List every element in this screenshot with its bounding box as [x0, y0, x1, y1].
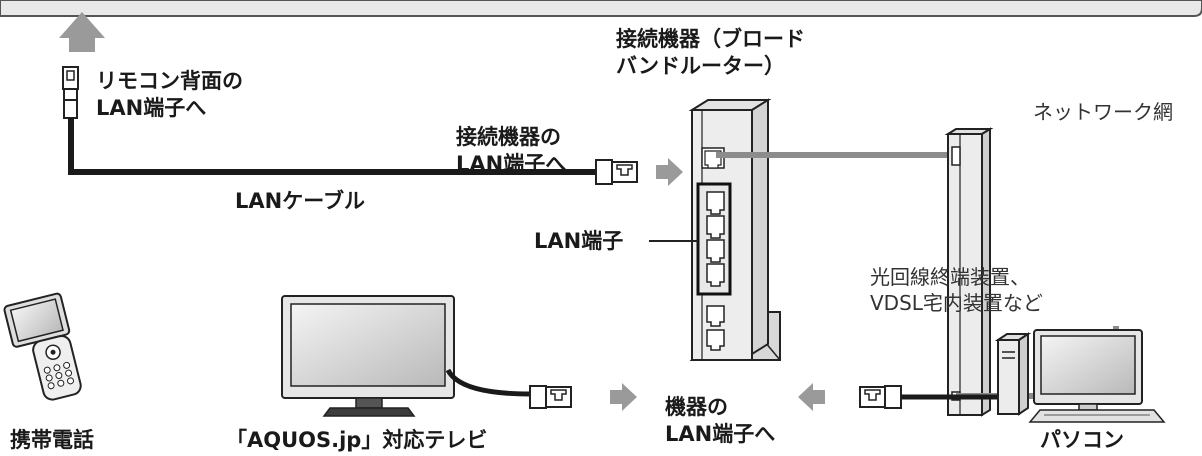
pc-icon [994, 329, 1166, 423]
pc-label: パソコン [1040, 428, 1124, 452]
up-arrow-icon [59, 12, 105, 52]
lan-port-label: LAN端子 [534, 229, 624, 253]
right-arrow-icon [610, 383, 637, 411]
mobile-phone-icon [3, 292, 82, 401]
onu-label: 光回線終端装置、 VDSL宅内装置など [870, 265, 1043, 315]
tv-icon [281, 295, 455, 417]
lan-plug-icon [529, 385, 572, 409]
tv-label: 「AQUOS.jp」対応テレビ [226, 428, 488, 452]
mobile-label: 携帯電話 [10, 428, 94, 452]
remote-lan-jack [62, 66, 79, 119]
remote-lan-label: リモコン背面の LAN端子へ [96, 69, 243, 120]
right-arrow-icon [656, 158, 683, 186]
router-device [688, 98, 781, 361]
onu-device [944, 127, 994, 417]
network-label: ネットワーク網 [1033, 100, 1173, 124]
left-arrow-icon [798, 383, 825, 411]
device-lan-label: 接続機器の LAN端子へ [456, 125, 567, 176]
lan-cable-remote [68, 118, 596, 175]
device-lan-bottom-label: 機器の LAN端子へ [665, 395, 776, 446]
lan-plug-icon [859, 385, 902, 409]
lan-cable-label: LANケーブル [235, 189, 365, 213]
header-bar [0, 0, 1202, 17]
router-name-label: 接続機器（ブロード バンドルーター） [616, 27, 805, 78]
tv-lan-cable [445, 368, 531, 397]
lan-plug-icon [595, 159, 638, 185]
